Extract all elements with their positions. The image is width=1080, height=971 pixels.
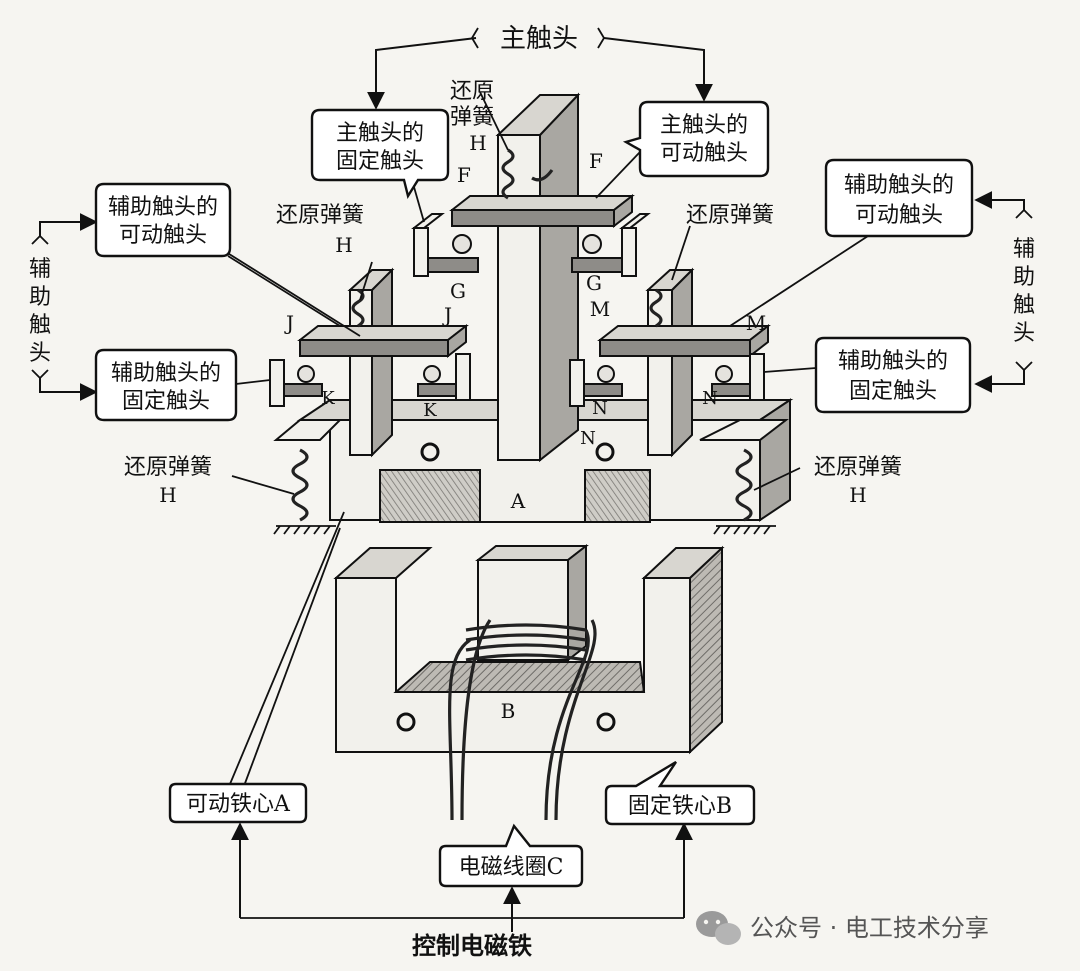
label-aux-fixed-right-2: 固定触头 xyxy=(849,379,937,404)
label-spring-right-mid: 还原弹簧 xyxy=(686,203,774,228)
wechat-icon xyxy=(696,911,741,945)
label-spring-left-mid: 还原弹簧 xyxy=(276,203,364,228)
label-aux-movable-right-2: 可动触头 xyxy=(855,203,943,228)
label-fixed-core: 固定铁心B xyxy=(628,794,732,819)
label-aux-movable-right-1: 辅助触头的 xyxy=(844,173,954,198)
label-main-contact: 主触头 xyxy=(500,24,578,54)
aux-left-v1: 助 xyxy=(29,285,51,310)
label-spring-top-letter: H xyxy=(469,131,486,155)
letter-k1: K xyxy=(321,388,335,409)
label-spring-left-bottom: 还原弹簧 xyxy=(124,455,212,480)
label-aux-movable-left-1: 辅助触头的 xyxy=(108,195,218,220)
label-coil: 电磁线圈C xyxy=(459,855,564,880)
aux-right-v2: 触 xyxy=(1013,293,1035,318)
aux-right-v0: 辅 xyxy=(1013,237,1035,262)
main-fixed-contacts xyxy=(411,213,651,277)
letter-m1: M xyxy=(590,297,610,321)
label-main-fixed-1: 主触头的 xyxy=(336,121,424,146)
watermark: 公众号 · 电工技术分享 xyxy=(696,911,989,945)
letter-g1: G xyxy=(450,279,466,303)
letter-n1: N xyxy=(592,398,608,419)
letter-f1: F xyxy=(589,149,603,173)
aux-right-column xyxy=(569,267,771,458)
label-spring-left-bottom-letter: H xyxy=(159,483,176,507)
free-labels: 还原 弹簧 H 还原弹簧 H 还原弹簧 还原弹簧 H 还原弹簧 H 辅 助 触 … xyxy=(29,79,1035,723)
letter-n2: N xyxy=(580,428,596,449)
letter-a: A xyxy=(510,489,526,513)
aux-left-v3: 头 xyxy=(29,341,51,366)
label-aux-fixed-right-1: 辅助触头的 xyxy=(838,349,948,374)
label-spring-right-bottom: 还原弹簧 xyxy=(814,455,902,480)
aux-right-v1: 助 xyxy=(1013,265,1035,290)
letter-b: B xyxy=(501,699,516,723)
aux-left-column xyxy=(269,267,471,458)
electromagnetic-coil-c xyxy=(448,543,597,821)
label-main-fixed-2: 固定触头 xyxy=(336,149,424,174)
letter-n3: N xyxy=(702,388,718,409)
label-aux-movable-left-2: 可动触头 xyxy=(119,223,207,248)
label-control: 控制电磁铁 xyxy=(412,931,532,960)
label-spring-top-1: 还原 xyxy=(450,79,494,104)
main-movable-bar xyxy=(449,148,635,229)
letter-k2: K xyxy=(423,400,437,421)
label-spring-top-2: 弹簧 xyxy=(450,105,494,130)
aux-left-v2: 触 xyxy=(29,313,51,338)
watermark-text: 公众号 · 电工技术分享 xyxy=(750,914,989,942)
label-spring-left-mid-letter: H xyxy=(335,233,352,257)
letter-j1: J xyxy=(284,311,294,335)
letter-j2: J xyxy=(442,303,452,327)
label-main-movable-2: 可动触头 xyxy=(660,141,748,166)
label-main-movable-1: 主触头的 xyxy=(660,113,748,138)
label-spring-right-bottom-letter: H xyxy=(849,483,866,507)
aux-left-v0: 辅 xyxy=(29,257,51,282)
callouts: 主触头 主触头的 固定触头 主触头的 可动触头 辅助触头的 可动触头 辅助触头的… xyxy=(94,20,974,960)
letter-m2: M xyxy=(746,311,766,335)
aux-right-v3: 头 xyxy=(1013,321,1035,346)
label-movable-core: 可动铁心A xyxy=(186,792,291,817)
letter-f2: F xyxy=(457,163,471,187)
label-aux-fixed-left-1: 辅助触头的 xyxy=(111,361,221,386)
contactor-mechanism xyxy=(269,92,794,821)
letter-g2: G xyxy=(586,271,602,295)
bottom-springs xyxy=(273,448,776,535)
leader-lines xyxy=(31,27,1033,932)
label-aux-fixed-left-2: 固定触头 xyxy=(122,389,210,414)
